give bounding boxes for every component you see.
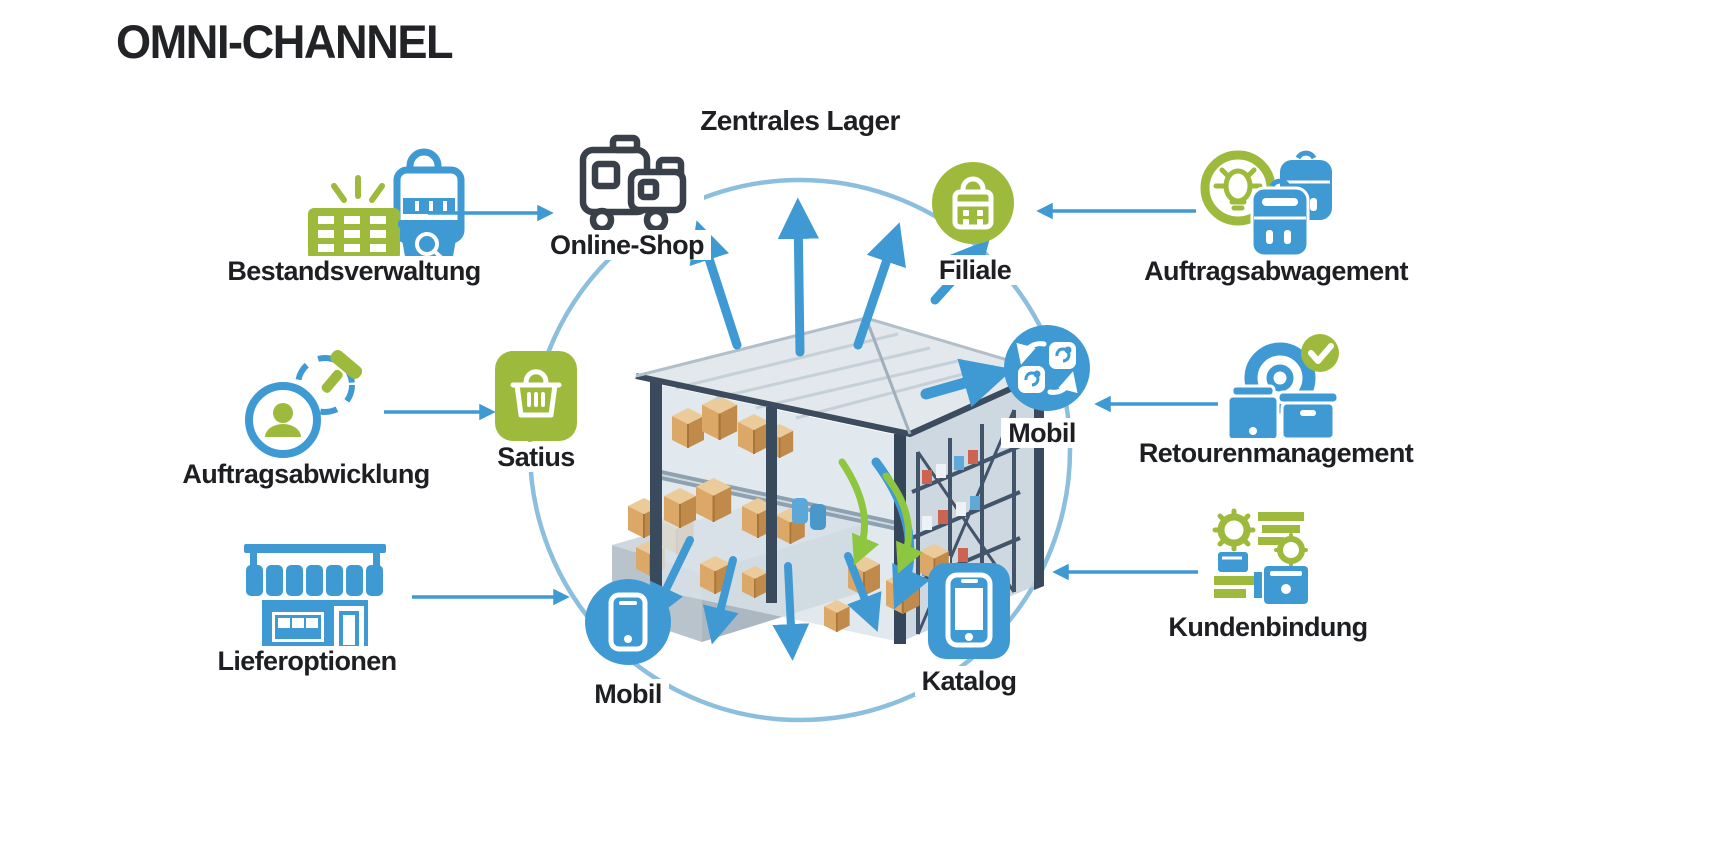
sync-exchange-icon	[1004, 325, 1090, 411]
bag-front	[1250, 178, 1310, 258]
smartphone-app-icon	[928, 563, 1010, 659]
node-label-online-shop: Online-Shop	[527, 230, 727, 260]
node-label-filiale: Filiale	[875, 255, 1075, 285]
page-title: OMNI-CHANNEL	[116, 15, 454, 68]
satellite-label-bestandsverwaltung: Bestandsverwaltung	[194, 256, 514, 286]
gears-collage-icon	[1212, 508, 1308, 604]
bins	[1226, 384, 1340, 442]
satellite-label-lieferoptionen: Lieferoptionen	[147, 646, 467, 676]
person-gavel-icon	[245, 349, 363, 458]
satellite-label-auftragsabwagement: Auftragsabwagement	[1116, 256, 1436, 286]
green-drop-arrows	[838, 458, 924, 574]
node-label-mobil-bottom: Mobil	[528, 679, 728, 709]
satellite-arrows	[384, 202, 1218, 606]
central-warehouse-label: Zentrales Lager	[650, 105, 950, 136]
satellite-label-auftragsabwicklung: Auftragsabwicklung	[146, 459, 466, 489]
gear-bins-check-icon	[1226, 334, 1340, 442]
node-label-katalog: Katalog	[869, 666, 1069, 696]
smartphone-icon	[585, 579, 671, 665]
satellite-label-kundenbindung: Kundenbindung	[1108, 612, 1428, 642]
shopping-bag-icon	[932, 162, 1014, 244]
node-label-mobil-right: Mobil	[942, 418, 1142, 448]
satellite-label-retourenmanagement: Retourenmanagement	[1116, 438, 1436, 468]
storefront-icon	[244, 544, 386, 658]
basket-icon	[495, 351, 577, 441]
node-label-satius: Satius	[436, 442, 636, 472]
lightbulb-bags-icon	[1200, 150, 1332, 258]
delivery-truck-icon	[579, 134, 687, 233]
